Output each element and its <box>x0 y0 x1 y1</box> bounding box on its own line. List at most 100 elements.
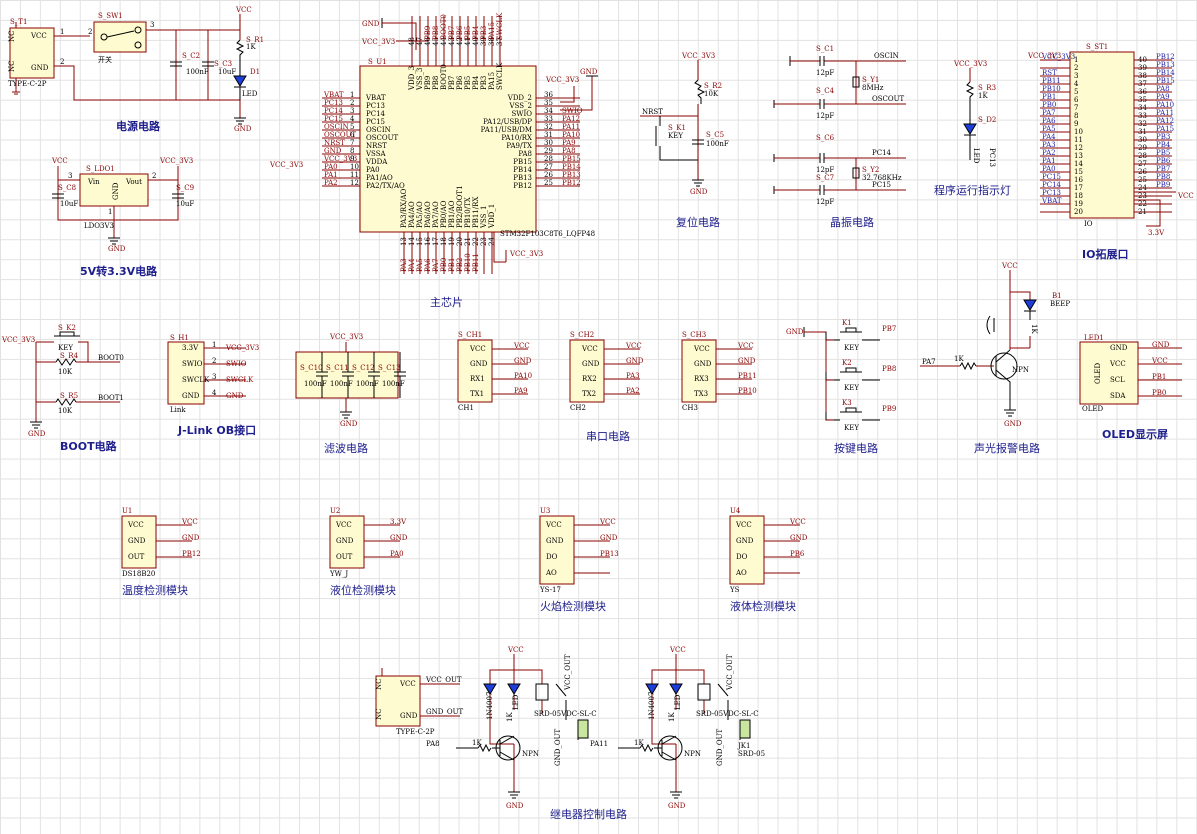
jlink-pin-num: 3 <box>212 373 216 381</box>
io-right-net: PA8 <box>1156 85 1170 93</box>
oled-net: PB1 <box>1152 373 1166 381</box>
mcu-top-pin-name: PB5 <box>464 76 472 90</box>
part-label-st1: S_T1 <box>10 18 27 26</box>
io-left-net: PA2 <box>1042 149 1056 157</box>
io-right-net: PA12 <box>1156 117 1174 125</box>
mcu-bottom-pin-name: PB1/AO <box>448 200 456 228</box>
crystal-circuit: S_C1 12pF S_C4 12pF S_Y1 8MHz OSCIN OSCO… <box>773 45 906 229</box>
mcu-left-pin-name: NRST <box>366 142 387 150</box>
uart-net: GND <box>738 357 756 365</box>
boot-wires <box>35 341 120 422</box>
oled-pin-name: VCC <box>1109 360 1126 368</box>
part-label-b1: B1 <box>1052 292 1062 300</box>
vdd2-wires <box>560 76 593 111</box>
mcu-bottom-pin-name: PA5/AO <box>416 201 424 228</box>
section-title-alarm: 声光报警电路 <box>974 441 1040 455</box>
base-resistor <box>477 743 492 753</box>
buzzer-label: BEEP <box>1050 300 1070 308</box>
io-name: IO <box>1084 220 1093 228</box>
r3-value: 1K <box>978 92 988 100</box>
section-title-ldo: 5V转3.3V电路 <box>80 264 158 278</box>
net-vcc3v3: VCC_3V3 <box>1027 52 1061 60</box>
mcu-left-pin-name: PC14 <box>366 110 386 118</box>
c7-value: 12pF <box>816 198 834 206</box>
mcu-left-pin-name: PC13 <box>366 102 385 110</box>
pin-num-2: 2 <box>60 58 64 66</box>
mcu-left-net: VCC_3V3 <box>323 155 357 163</box>
keys-common <box>804 331 827 412</box>
io-right-num: 35 <box>1138 96 1147 104</box>
filter-circuit: VCC_3V3 S_C10100nFS_C11100nFS_C12100nFS_… <box>295 333 406 455</box>
mcu-bottom-num: 20 <box>456 237 464 246</box>
uart-pin-name: GND <box>582 360 600 368</box>
buzzer-b1 <box>986 315 995 335</box>
relay-vcc-out: VCC_OUT <box>564 654 572 691</box>
pin-num-2: 2 <box>88 28 92 36</box>
uart-net: VCC <box>625 342 642 350</box>
io-right-num: 30 <box>1138 136 1147 144</box>
jlink-net: VCC_3V3 <box>225 344 259 352</box>
pin-nc: NC <box>8 31 16 42</box>
part-label-r2: S_R2 <box>704 82 722 90</box>
relay-circuit: NC VCC GND NC VCC_OUT GND_OUT TYPE-C-2P … <box>375 646 765 821</box>
mcu-body <box>359 65 537 233</box>
filter-capacitor <box>368 352 380 398</box>
c8-value: 10uF <box>60 200 78 208</box>
mcu-right-num: 34 <box>544 107 553 115</box>
transistor-leads <box>995 349 1011 410</box>
module-net: GND <box>390 534 408 542</box>
mcu-right-net: PA9 <box>562 139 576 147</box>
filter-cap-value: 100nF <box>330 380 353 388</box>
mcu-left-num: 8 <box>350 147 354 155</box>
mcu-top-net: PB3 <box>480 26 488 40</box>
part-label-c9: S_C9 <box>176 184 194 192</box>
relay-wires <box>489 654 543 792</box>
pin-num-1: 1 <box>60 28 64 36</box>
mcu-bottom-net: PB2 <box>456 258 464 272</box>
net-vcc: VCC <box>51 157 68 165</box>
crystal-y2 <box>852 167 860 179</box>
mcu-left-num: 7 <box>350 139 354 147</box>
led-d1 <box>233 75 247 87</box>
relay-vcc-out: VCC_OUT <box>726 654 734 691</box>
mcu-bottom-net: PA6 <box>424 258 432 272</box>
c4-value: 12pF <box>816 112 834 120</box>
gnd-symbol <box>108 237 120 245</box>
io-left-net: PB10 <box>1042 85 1061 93</box>
net-vcc3v3: VCC_3V3 <box>361 38 395 46</box>
net-vcc3v3: VCC_3V3 <box>159 157 193 165</box>
mcu-top-net: SWCLK <box>496 12 504 40</box>
io-right-net: PB4 <box>1156 141 1171 149</box>
net-gnd: GND <box>1004 420 1022 428</box>
net-vcc3v3-bottom: VCC_3V3 <box>509 250 543 258</box>
net-gnd-right: GND <box>580 68 598 76</box>
vdd1-wire <box>493 232 507 263</box>
pin-vin: Vin <box>87 178 100 186</box>
gnd-symbol <box>1004 409 1016 417</box>
uart-pin-name: GND <box>694 360 712 368</box>
filter-cap-value: 100nF <box>304 380 327 388</box>
part-label-d2: S_D2 <box>978 116 996 124</box>
mcu-top-pin-name: VDD_3 <box>408 66 416 91</box>
oled-pin-name: SDA <box>1110 392 1126 400</box>
run-led-circuit: VCC_3V3 S_R3 1K S_D2 LED PC13 程序运行指示灯 <box>934 60 1011 197</box>
module-pin-name: DO <box>546 553 558 561</box>
io-left-num: 3 <box>1074 72 1078 80</box>
part-label-h1: S_H1 <box>170 334 189 342</box>
relay-connector-body <box>375 675 421 727</box>
mcu-left-pin-name: PA0 <box>366 166 380 174</box>
jlink-net: GND <box>226 392 244 400</box>
led-leads <box>964 112 976 160</box>
mcu-top-num: 42 <box>456 37 464 46</box>
reset-key <box>655 116 698 161</box>
mcu-bottom-num: 19 <box>448 237 456 246</box>
mcu-top-net: BOOT0 <box>440 14 448 40</box>
mcu-right-net: PA12 <box>562 115 580 123</box>
mcu-top-pin-name: SWCLK <box>496 62 504 90</box>
y1-value: 8MHz <box>862 84 884 92</box>
led-label: LED <box>242 90 258 98</box>
mcu-bottom-num: 15 <box>416 237 424 246</box>
npn-label: NPN <box>522 750 539 758</box>
module-pin-name: GND <box>128 537 146 545</box>
